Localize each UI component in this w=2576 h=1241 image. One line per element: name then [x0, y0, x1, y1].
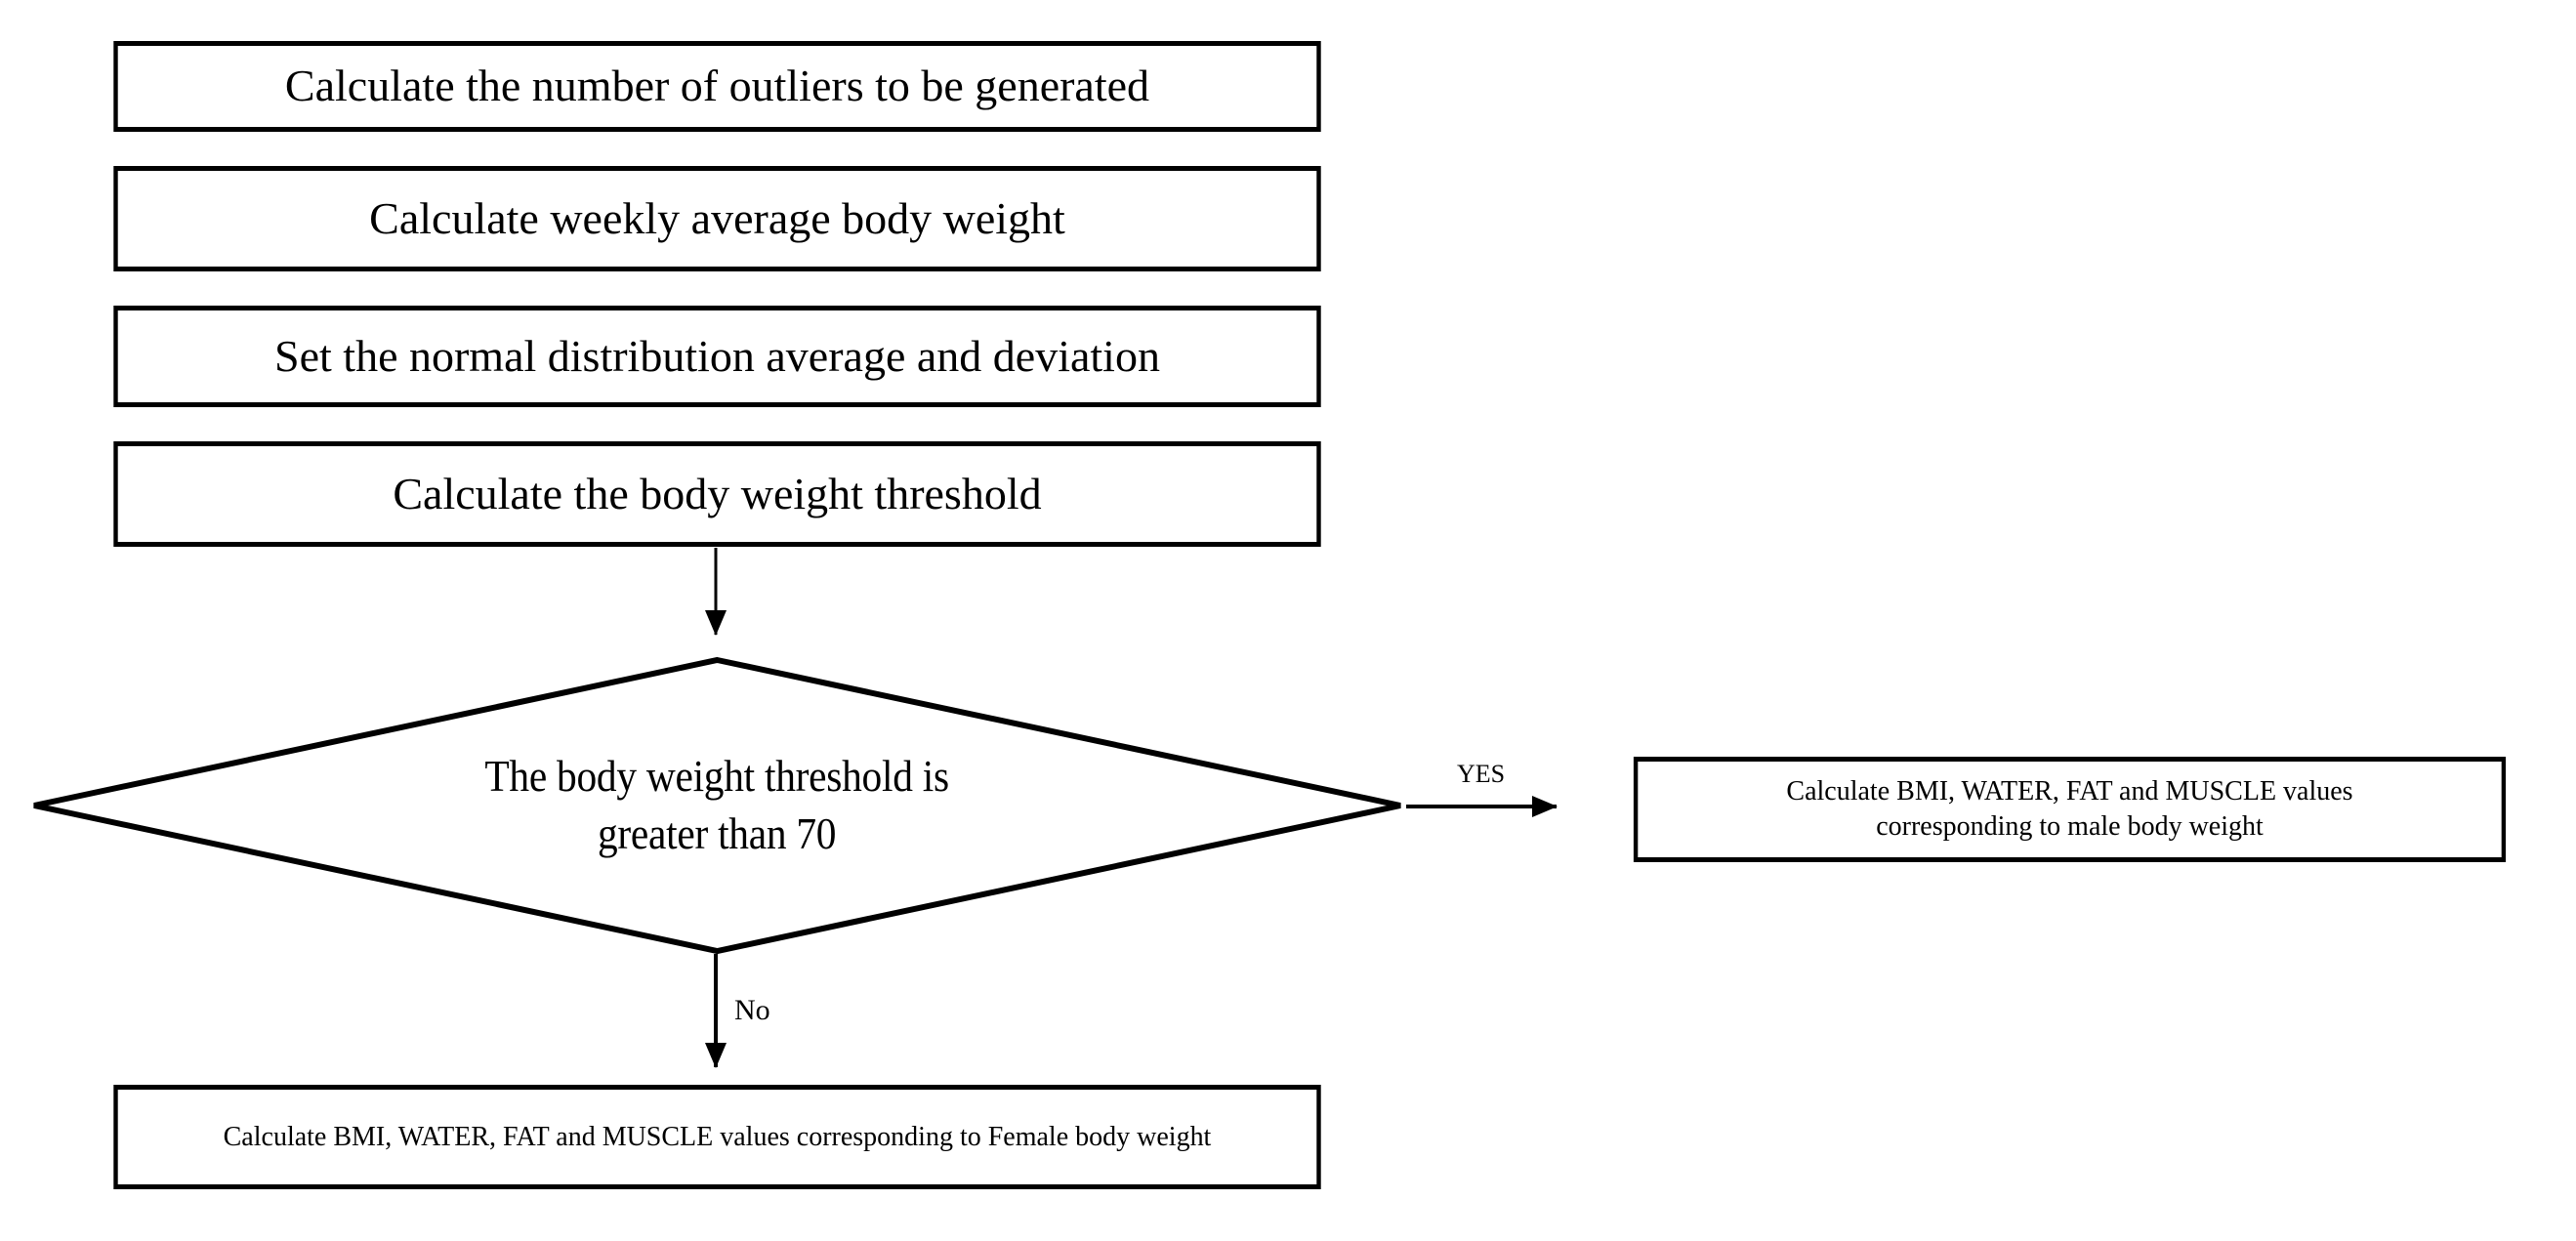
- process-node-male-body-composition[interactable]: Calculate BMI, WATER, FAT and MUSCLE val…: [1633, 757, 2507, 862]
- process-node-4-label: Calculate the body weight threshold: [393, 468, 1042, 518]
- edge-label-yes: YES: [1457, 760, 1506, 788]
- process-node-set-normal-distribution[interactable]: Set the normal distribution average and …: [113, 306, 1321, 407]
- decision-node-threshold-gt-70[interactable]: The body weight threshold is greater tha…: [31, 657, 1403, 954]
- male-node-label: Calculate BMI, WATER, FAT and MUSCLE val…: [1579, 774, 2560, 846]
- decision-node-label-line1: The body weight threshold is: [484, 751, 950, 802]
- process-node-body-weight-threshold[interactable]: Calculate the body weight threshold: [113, 441, 1321, 547]
- decision-diamond-shape: [31, 657, 1403, 954]
- process-node-3-label: Set the normal distribution average and …: [274, 330, 1160, 381]
- female-node-label: Calculate BMI, WATER, FAT and MUSCLE val…: [223, 1121, 1212, 1152]
- process-node-calculate-outliers[interactable]: Calculate the number of outliers to be g…: [113, 41, 1321, 132]
- male-node-label-line1: Calculate BMI, WATER, FAT and MUSCLE val…: [1786, 775, 2353, 807]
- male-node-label-line2: corresponding to male body weight: [1876, 811, 2264, 842]
- edge-label-no: No: [734, 994, 770, 1026]
- process-node-weekly-average-body-weight[interactable]: Calculate weekly average body weight: [113, 166, 1321, 271]
- process-node-2-label: Calculate weekly average body weight: [369, 192, 1065, 243]
- process-node-1-label: Calculate the number of outliers to be g…: [284, 61, 1150, 111]
- decision-node-label: The body weight threshold is greater tha…: [31, 657, 1403, 954]
- decision-node-label-line2: greater than 70: [598, 808, 837, 858]
- process-node-female-body-composition[interactable]: Calculate BMI, WATER, FAT and MUSCLE val…: [113, 1085, 1321, 1189]
